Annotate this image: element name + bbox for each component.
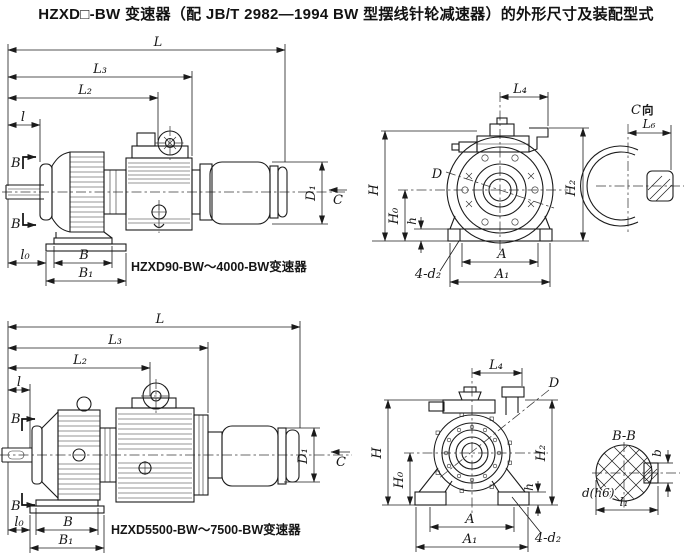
- dim-label-H0-2: H₀: [392, 471, 407, 489]
- dim-label-D-2: D: [548, 376, 560, 391]
- dim-label-L-2: L: [155, 312, 165, 327]
- dim-label-4d2-2: 4-d₂: [534, 531, 561, 546]
- dim-label-L3-2: L₃: [107, 333, 122, 348]
- dim-label-A: A: [496, 247, 506, 262]
- bb-section-title: B-B: [611, 429, 636, 444]
- keyway: [643, 462, 659, 484]
- section-label-B-top-2: B: [10, 412, 21, 427]
- dim-label-L2: L₂: [77, 83, 92, 98]
- drawing-title: HZXD□-BW 变速器（配 JB/T 2982—1994 BW 型摆线针轮减速…: [38, 5, 654, 23]
- top-mount-2: [428, 386, 525, 415]
- pedestal: [372, 215, 589, 242]
- section-label-B-bottom-2: B: [10, 499, 21, 514]
- view-arrow-C-2: C: [336, 455, 346, 470]
- bolt-circle: [461, 154, 539, 226]
- side-view-hzxd90: L L₃ L₂ l B B l₀ B B₁ D₁ C HZXD90: [2, 35, 348, 286]
- dim-label-B1: B₁: [78, 266, 94, 281]
- dim-label-L4: L₄: [512, 82, 527, 97]
- c-view-title: C向: [631, 103, 653, 118]
- dim-label-l-2: l: [17, 375, 21, 390]
- dim-label-L4-2: L₄: [488, 358, 503, 373]
- dim-label-H0: H₀: [387, 207, 402, 225]
- dim-label-B1-2: B₁: [58, 533, 74, 548]
- dim-label-A1: A₁: [494, 267, 510, 282]
- dim-label-l: l: [21, 110, 25, 125]
- caption-hzxd90: HZXD90-BW～4000-BW变速器: [131, 259, 307, 274]
- caption-hzxd5500: HZXD5500-BW～7500-BW变速器: [111, 522, 301, 537]
- dim-label-D1-2: D₁: [296, 448, 311, 465]
- top-mount: [451, 117, 549, 153]
- view-arrow-C: C: [333, 193, 343, 208]
- motor-2: [193, 414, 300, 496]
- dimensions-bottom-side: L L₃ L₂ l B B l₀ B B₁ D₁ C: [7, 312, 350, 553]
- dim-label-dh6: d(h6): [582, 486, 615, 500]
- dim-label-A1-2: A₁: [462, 532, 478, 547]
- dim-label-l0: l₀: [20, 248, 30, 263]
- front-view-top: L₄ H H₀ h H₂ D A A₁ 4-d₂: [367, 82, 589, 287]
- dim-label-h-2: h: [522, 483, 536, 491]
- dim-label-l1: l₁: [620, 495, 629, 509]
- output-shaft: [5, 184, 44, 200]
- cycloid-reducer: [39, 151, 127, 252]
- outer-tabs: [435, 412, 512, 493]
- dim-label-H2: H₂: [564, 180, 579, 198]
- c-view-letter: C: [631, 103, 641, 118]
- dimensions-top-front: L₄ H H₀ h H₂ D A A₁ 4-d₂: [367, 82, 589, 287]
- section-label-B-bottom: B: [10, 217, 21, 232]
- dimensions-top-side: L L₃ L₂ l B B l₀ B B₁ D₁ C: [7, 35, 347, 286]
- variator-2: [115, 379, 195, 503]
- dim-label-B-2: B: [62, 515, 73, 530]
- dim-label-L: L: [153, 35, 163, 50]
- dim-label-A-2: A: [464, 512, 474, 527]
- dim-label-b: b: [650, 449, 664, 457]
- dim-label-B: B: [78, 248, 89, 263]
- dim-label-L6: L₆: [642, 117, 656, 131]
- dim-label-l0-2: l₀: [14, 515, 24, 530]
- dim-label-D: D: [431, 167, 443, 182]
- dim-label-L3: L₃: [92, 62, 107, 77]
- dim-label-D1: D₁: [304, 185, 319, 202]
- section-hatch: [596, 445, 652, 501]
- bolt-dots: [443, 424, 502, 483]
- output-shaft-2: [1, 447, 32, 463]
- terminal-box: [646, 170, 674, 202]
- front-view-bottom: L₄ D H H₀ H₂ h A A₁ 4-d₂: [370, 358, 561, 552]
- dim-label-4d2: 4-d₂: [414, 267, 441, 282]
- dim-label-H: H: [367, 184, 382, 197]
- c-view-suffix: 向: [642, 103, 654, 117]
- section-view-bb: B-B b d(h6) l₁: [581, 429, 680, 515]
- side-view-hzxd5500: L L₃ L₂ l B B l₀ B B₁ D₁ C HZXD55: [0, 312, 352, 553]
- dim-label-H-2: H: [370, 447, 385, 460]
- dim-label-h: h: [405, 217, 419, 225]
- cycloid-reducer-2: [29, 396, 117, 514]
- section-label-B-top: B: [10, 156, 21, 171]
- dim-label-L2-2: L₂: [72, 353, 87, 368]
- dimensions-bottom-front: L₄ D H H₀ H₂ h A A₁ 4-d₂: [370, 358, 561, 552]
- variator: [125, 126, 193, 233]
- dim-label-H2-2: H₂: [534, 445, 549, 463]
- c-direction-view: C向 L₆: [580, 103, 684, 235]
- motor: [191, 161, 288, 225]
